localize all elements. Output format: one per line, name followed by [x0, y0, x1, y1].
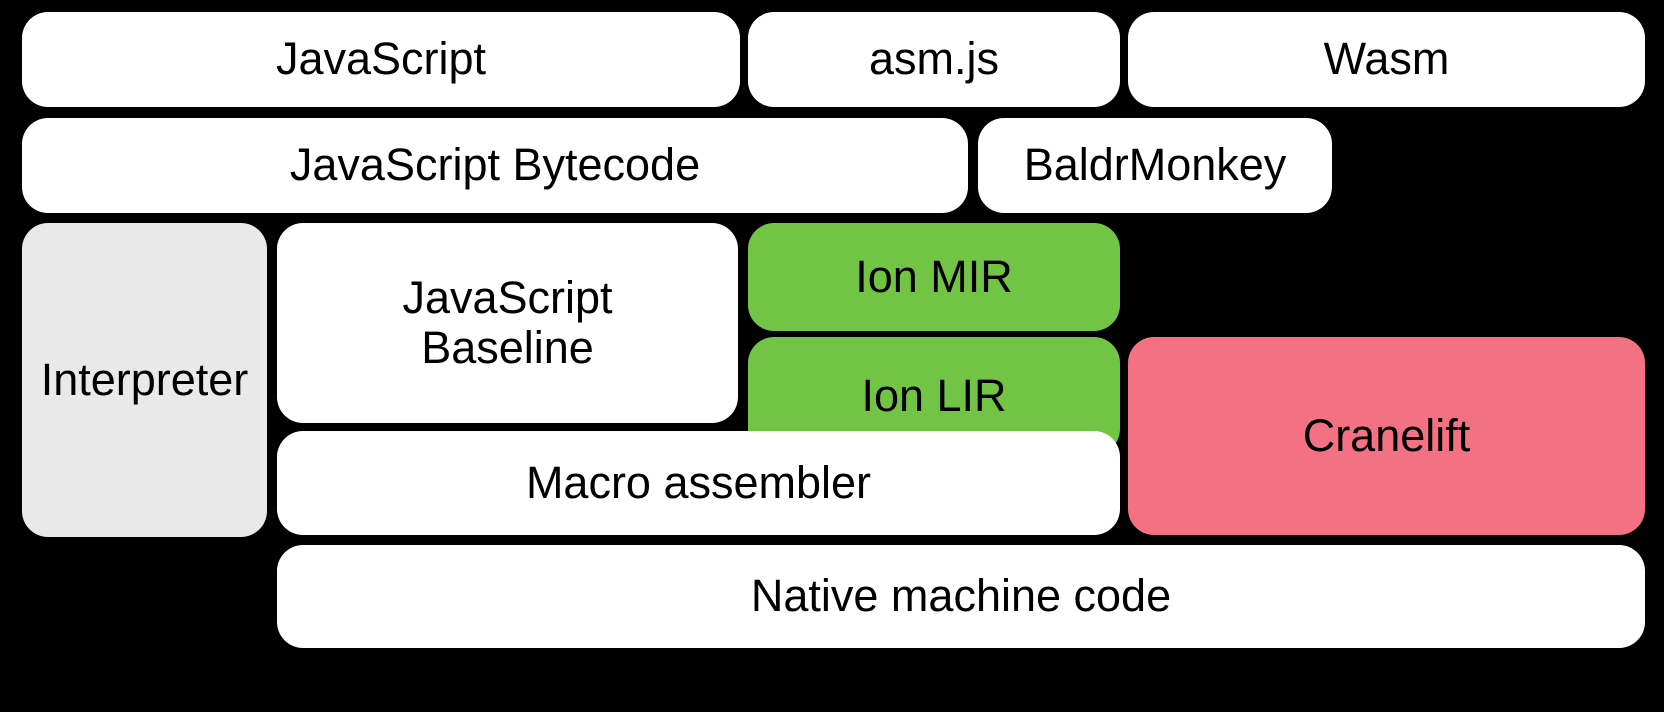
node-javascript[interactable]: JavaScript	[22, 12, 740, 107]
node-ion-mir[interactable]: Ion MIR	[748, 223, 1120, 331]
node-wasm[interactable]: Wasm	[1128, 12, 1645, 107]
node-asm-js[interactable]: asm.js	[748, 12, 1120, 107]
node-cranelift[interactable]: Cranelift	[1128, 337, 1645, 535]
node-baldrmonkey[interactable]: BaldrMonkey	[978, 118, 1332, 213]
node-javascript-baseline[interactable]: JavaScript Baseline	[277, 223, 738, 423]
node-native-machine-code[interactable]: Native machine code	[277, 545, 1645, 648]
node-macro-assembler[interactable]: Macro assembler	[277, 431, 1120, 535]
node-javascript-bytecode[interactable]: JavaScript Bytecode	[22, 118, 968, 213]
node-interpreter[interactable]: Interpreter	[22, 223, 267, 537]
